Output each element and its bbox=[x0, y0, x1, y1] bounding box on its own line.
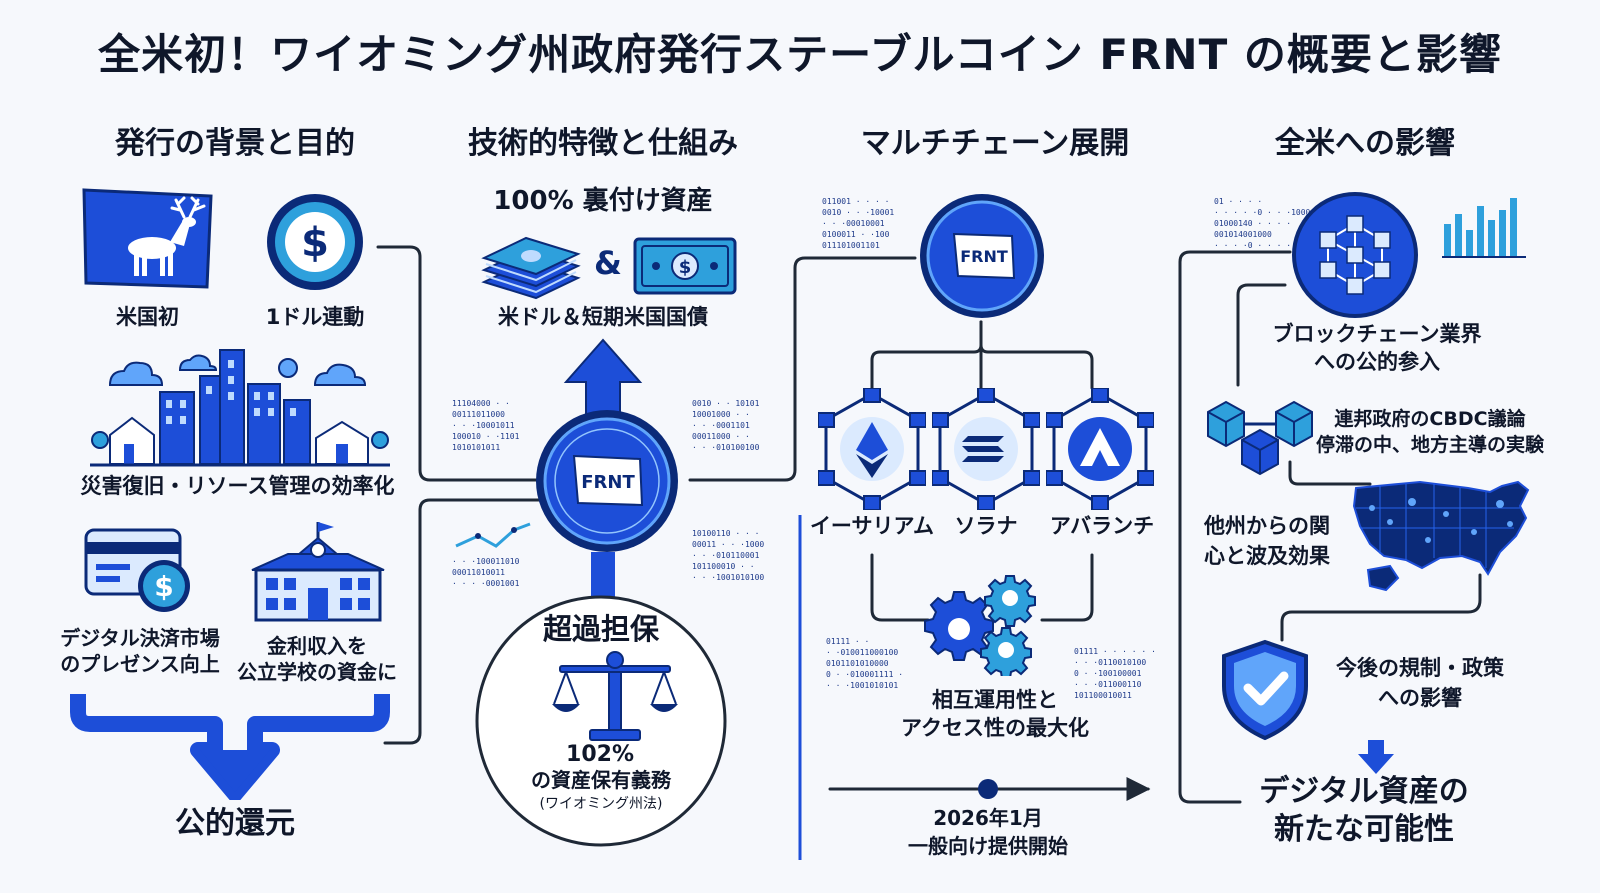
us-map-icon bbox=[1352, 480, 1530, 592]
column-title-multichain: マルチチェーン展開 bbox=[860, 126, 1130, 161]
requirement-percent: 102% bbox=[566, 742, 634, 767]
regulation-label-1: 今後の規制・政策 bbox=[1336, 656, 1504, 680]
blockchain-entry-label-1: ブロックチェーン業界 bbox=[1272, 322, 1482, 346]
page-title: 全米初！ワイオミング州政府発行ステーブルコイン FRNT の概要と影響 bbox=[98, 30, 1502, 79]
blockchain-entry-label-2: への公的参入 bbox=[1314, 350, 1440, 374]
binary-decoration: 011001 · · · · 0010 · · ·10001 · · ·0001… bbox=[822, 197, 895, 250]
svg-text:$: $ bbox=[301, 220, 329, 266]
cash-stack-icon bbox=[481, 236, 581, 300]
column-title-impact: 全米への影響 bbox=[1275, 126, 1455, 161]
regulation-label-2: への影響 bbox=[1378, 686, 1462, 710]
column-title-technical: 技術的特徴と仕組み bbox=[468, 126, 738, 161]
balance-scale-icon bbox=[552, 651, 678, 741]
gears-icon bbox=[924, 575, 1036, 676]
digital-payment-label-2: のプレゼンス向上 bbox=[60, 652, 220, 676]
cubes-icon bbox=[1207, 400, 1313, 476]
overcollateral-label: 超過担保 bbox=[542, 612, 659, 646]
school-building-icon bbox=[251, 522, 385, 622]
interop-label-2: アクセス性の最大化 bbox=[901, 716, 1089, 740]
other-states-label-2: 心と波及効果 bbox=[1204, 544, 1330, 568]
down-connector bbox=[591, 552, 615, 598]
binary-decoration: 01111 · · · ·010011000100 0101101010000 … bbox=[826, 637, 904, 690]
frnt-chain-coin-icon: FRNT bbox=[920, 194, 1044, 318]
column-title-background: 発行の背景と目的 bbox=[115, 126, 355, 161]
down-arrow-icon bbox=[1358, 740, 1394, 774]
blockchain-icon bbox=[1292, 192, 1418, 318]
cbdc-label-2: 停滞の中、地方主導の実験 bbox=[1315, 434, 1544, 456]
frnt-coin-label: FRNT bbox=[581, 472, 635, 493]
frnt-coin-icon: FRNT bbox=[536, 410, 678, 552]
dollar-coin-icon: $ bbox=[267, 194, 363, 290]
chain-label-avalanche: アバランチ bbox=[1049, 514, 1155, 538]
digital-payment-label-1: デジタル決済市場 bbox=[60, 626, 220, 650]
chain-label-solana: ソラナ bbox=[954, 514, 1018, 538]
bar-chart-icon bbox=[1442, 198, 1526, 258]
backing-label: 100% 裏付け資産 bbox=[493, 186, 713, 216]
interop-label-1: 相互運用性と bbox=[932, 688, 1058, 712]
new-possibility-label-2: 新たな可能性 bbox=[1274, 812, 1454, 847]
cbdc-label-1: 連邦政府のCBDC議論 bbox=[1334, 408, 1526, 430]
solana-icon bbox=[932, 388, 1040, 510]
binary-decoration: 01111 · · · · · · · · ·0110010100 0 · ·1… bbox=[1074, 647, 1156, 700]
other-states-label-1: 他州からの関 bbox=[1204, 514, 1330, 538]
dollar-bill-icon: $ bbox=[633, 237, 737, 295]
svg-text:$: $ bbox=[154, 570, 173, 603]
chain-label-ethereum: イーサリアム bbox=[809, 514, 935, 538]
wyoming-elk-icon bbox=[82, 188, 213, 289]
binary-decoration: 11104000 · · 00111011000 · · ·10001011 1… bbox=[452, 399, 520, 452]
public-return-label: 公的還元 bbox=[175, 806, 295, 841]
city-skyline-icon bbox=[90, 349, 390, 467]
assets-label: 米ドル＆短期米国国債 bbox=[498, 305, 708, 329]
up-arrow-icon bbox=[563, 338, 643, 416]
launch-date: 2026年1月 bbox=[933, 806, 1043, 830]
ethereum-icon bbox=[818, 388, 926, 510]
dollar-peg-label: 1ドル連動 bbox=[265, 305, 365, 329]
requirement-text: の資産保有義務 bbox=[531, 768, 671, 792]
interest-income-label-2: 公立学校の資金に bbox=[237, 660, 397, 684]
overcollateral-circle bbox=[475, 595, 727, 847]
merge-arrow-icon bbox=[70, 694, 390, 800]
frnt-chain-coin-label: FRNT bbox=[960, 247, 1008, 266]
binary-decoration: 0010 · · 10101 10001000 · · · · ·0001101… bbox=[692, 399, 760, 452]
interest-income-label-1: 金利収入を bbox=[267, 634, 367, 658]
binary-decoration: 01 · · · · · · · · ·0 · · ·1000 01000140… bbox=[1214, 197, 1311, 250]
avalanche-icon bbox=[1046, 388, 1154, 510]
binary-decoration: · · ·100011010 00011010011 · · · ·000100… bbox=[452, 557, 520, 588]
shield-check-icon bbox=[1222, 639, 1308, 741]
binary-decoration: 10100110 · · · 00011 · · ·1000 · · ·0101… bbox=[692, 529, 765, 582]
launch-text: 一般向け提供開始 bbox=[908, 834, 1068, 858]
ampersand: & bbox=[594, 244, 622, 282]
trend-line-icon bbox=[455, 522, 531, 548]
new-possibility-label-1: デジタル資産の bbox=[1259, 774, 1469, 809]
svg-text:$: $ bbox=[679, 257, 692, 278]
wyoming-law-label: (ワイオミング州法) bbox=[539, 796, 663, 812]
card-payment-icon: $ bbox=[84, 528, 190, 612]
disaster-recovery-label: 災害復旧・リソース管理の効率化 bbox=[80, 474, 395, 498]
first-in-us-label: 米国初 bbox=[116, 305, 179, 329]
